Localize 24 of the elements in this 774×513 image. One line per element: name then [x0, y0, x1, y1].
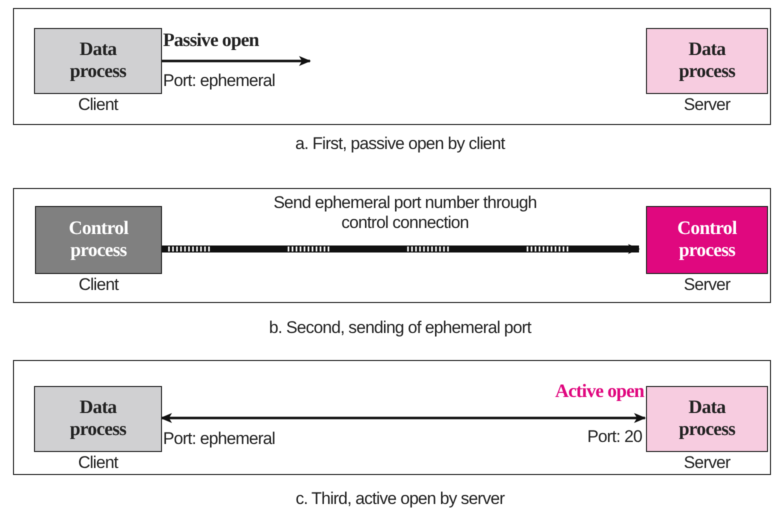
role-label: Server	[682, 452, 732, 474]
process-box: Control process	[35, 206, 162, 274]
process-box: Data process	[646, 386, 768, 452]
role-label: Client	[78, 274, 120, 296]
role-label: Server	[682, 274, 732, 296]
port-label: Port: ephemeral	[163, 70, 276, 92]
panel-caption: b. Second, sending of ephemeral port	[268, 317, 532, 339]
edge-label: Send ephemeral port number through control connection	[272, 193, 538, 233]
process-box: Control process	[646, 206, 768, 274]
process-box: Data process	[34, 386, 162, 452]
edge-label: Active open	[554, 382, 644, 402]
panel-frame	[13, 360, 771, 475]
panel-frame	[13, 188, 771, 303]
role-label: Client	[77, 94, 120, 116]
process-box: Data process	[34, 28, 162, 94]
port-label: Port: ephemeral	[163, 428, 276, 450]
panel-caption: a. First, passive open by client	[294, 133, 506, 155]
port-label: Port: 20	[586, 426, 642, 448]
edge-label: Passive open	[163, 31, 260, 51]
role-label: Client	[77, 452, 120, 474]
role-label: Server	[682, 94, 732, 116]
panel-frame	[13, 8, 771, 125]
panel-caption: c. Third, active open by server	[294, 488, 506, 510]
process-box: Data process	[646, 28, 768, 94]
